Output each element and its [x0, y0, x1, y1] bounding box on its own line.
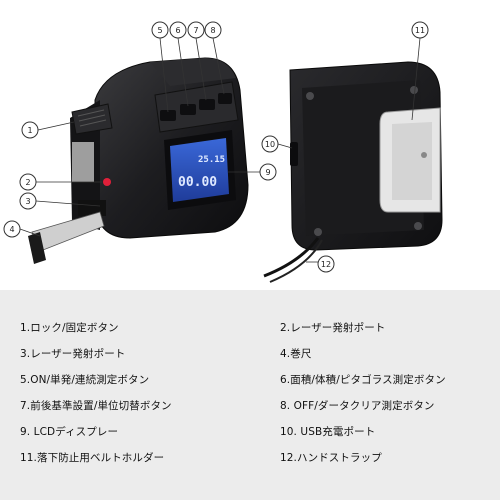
callout-11: 11	[415, 26, 425, 35]
legend-item-12: 12.ハンドストラップ	[280, 452, 382, 464]
lcd-screen	[170, 138, 229, 202]
callout-2: 2	[25, 178, 30, 187]
tape-hook	[28, 232, 46, 264]
legend-item-3: 3.レーザー発射ポート	[20, 348, 126, 360]
callout-3: 3	[25, 197, 30, 206]
callout-9: 9	[265, 168, 270, 177]
legend-item-9: 9. LCDディスプレー	[20, 426, 119, 438]
lock-button[interactable]	[71, 103, 113, 135]
callout-7: 7	[193, 26, 198, 35]
feature-legend: 1.ロック/固定ボタン 2.レーザー発射ポート 3.レーザー発射ポート 4.巻尺…	[0, 290, 500, 500]
lcd-big-readout: 00.00	[178, 175, 217, 190]
off-button[interactable]	[218, 93, 232, 104]
callout-5: 5	[157, 26, 162, 35]
legend-item-7: 7.前後基準設置/単位切替ボタン	[20, 400, 172, 412]
legend-item-6: 6.面積/体積/ピタゴラス測定ボタン	[280, 374, 446, 386]
legend-item-4: 4.巻尺	[280, 348, 312, 360]
back-device	[263, 61, 443, 283]
callout-1: 1	[27, 126, 32, 135]
callout-4: 4	[9, 225, 14, 234]
legend-item-11: 11.落下防止用ベルトホルダー	[20, 452, 165, 464]
usb-port	[290, 142, 298, 166]
measure-button[interactable]	[160, 110, 176, 121]
legend-item-2: 2.レーザー発射ポート	[280, 322, 386, 334]
legend-item-10: 10. USB充電ポート	[280, 426, 376, 438]
legend-item-8: 8. OFF/ダータクリア測定ボタン	[280, 400, 435, 412]
lcd-small-readout: 25.15	[198, 155, 225, 165]
area-button[interactable]	[180, 104, 196, 115]
laser-port	[103, 178, 111, 186]
hand-strap	[263, 237, 320, 278]
callout-6: 6	[175, 26, 180, 35]
product-illustration: 25.15 00.00	[3, 21, 443, 283]
legend-item-5: 5.ON/単発/連続測定ボタン	[20, 374, 150, 386]
callout-10: 10	[265, 140, 275, 149]
front-device: 25.15 00.00	[28, 57, 249, 264]
reference-button[interactable]	[199, 99, 215, 110]
callouts: 1 2 3 4 5 6 7	[3, 21, 429, 273]
callout-12: 12	[321, 260, 331, 269]
legend-item-1: 1.ロック/固定ボタン	[20, 322, 119, 334]
product-photo: 25.15 00.00	[3, 21, 443, 283]
callout-8: 8	[210, 26, 215, 35]
